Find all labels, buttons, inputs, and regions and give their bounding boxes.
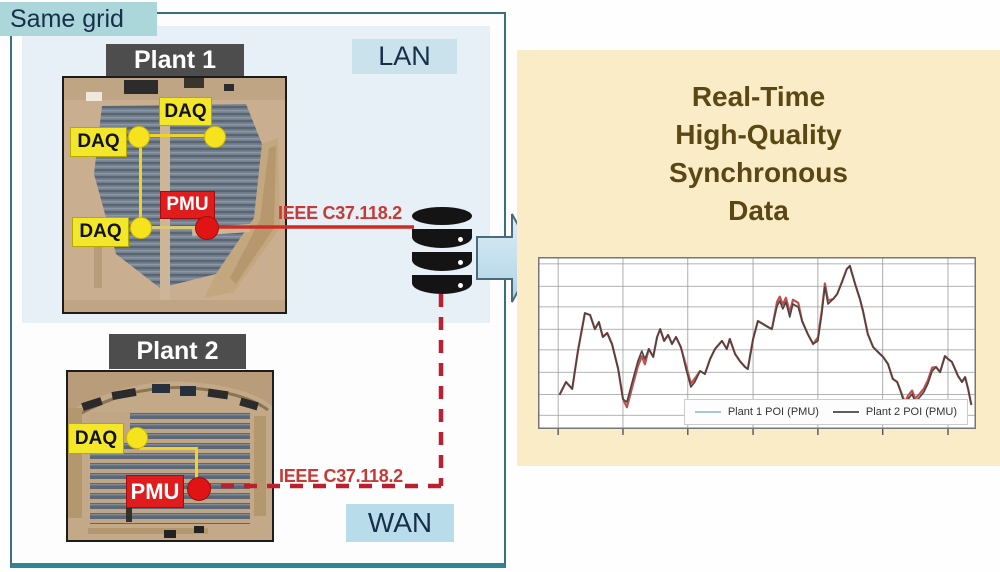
plant1-pmu-node: [195, 216, 219, 240]
chart-legend: Plant 1 POI (PMU) Plant 2 POI (PMU): [683, 399, 968, 425]
legend-line-sample-plant2: [832, 411, 859, 413]
headline-line-1: Real-Time: [691, 81, 826, 112]
plant1-daq-node-left: [128, 126, 150, 148]
plant1-daq-node-bottom: [130, 217, 152, 239]
plant2-daq-node: [126, 427, 148, 449]
headline-line-4: Data: [728, 195, 789, 226]
plant2-pmu-node: [187, 477, 211, 501]
lan-label: LAN: [352, 39, 457, 74]
plant2-daq-label: DAQ: [68, 423, 124, 454]
lan-link-protocol-label: IEEE C37.118.2: [278, 203, 402, 223]
headline-line-3: Synchronous: [669, 157, 848, 188]
database-icon-band: [412, 229, 472, 248]
headline-line-2: High-Quality: [675, 119, 842, 150]
plant1-daq-bottom-label: DAQ: [72, 217, 129, 247]
result-headline: Real-Time High-Quality Synchronous Data: [517, 78, 1000, 230]
plant1-daq-drop-line: [139, 137, 142, 227]
plant1-daq-bus-line: [137, 134, 215, 137]
pmu-data-chart: Plant 1 POI (PMU) Plant 2 POI (PMU): [538, 257, 976, 435]
database-icon-band: [412, 275, 472, 294]
database-icon-top: [412, 207, 472, 225]
legend-line-sample-plant1: [694, 411, 721, 413]
plant1-pmu-link-line: [145, 226, 205, 229]
plant2-pmu-label: PMU: [126, 475, 184, 508]
plant2-daq-drop-line: [195, 447, 198, 485]
chart-plot-area: [538, 257, 976, 435]
legend-item-plant2: Plant 2 POI (PMU): [832, 406, 957, 418]
database-icon: [412, 207, 472, 295]
plant1-title: Plant 1: [106, 44, 244, 77]
plant1-daq-top-label: DAQ: [159, 97, 212, 126]
wan-label: WAN: [346, 504, 454, 542]
database-icon-band: [412, 252, 472, 271]
legend-item-plant1: Plant 1 POI (PMU): [694, 406, 819, 418]
plant1-daq-node-right: [204, 126, 226, 148]
legend-label-plant2: Plant 2 POI (PMU): [865, 406, 957, 418]
wan-link-protocol-label: IEEE C37.118.2: [279, 466, 403, 486]
plant2-satellite-image: [66, 370, 274, 542]
plant1-pmu-label: PMU: [160, 191, 215, 219]
plant2-title: Plant 2: [109, 334, 246, 369]
plant1-daq-left-label: DAQ: [70, 127, 127, 157]
plant2-satellite-art: [68, 372, 272, 540]
same-grid-label: Same grid: [0, 2, 157, 36]
plant2-daq-link-line: [139, 447, 198, 450]
legend-label-plant1: Plant 1 POI (PMU): [727, 406, 819, 418]
